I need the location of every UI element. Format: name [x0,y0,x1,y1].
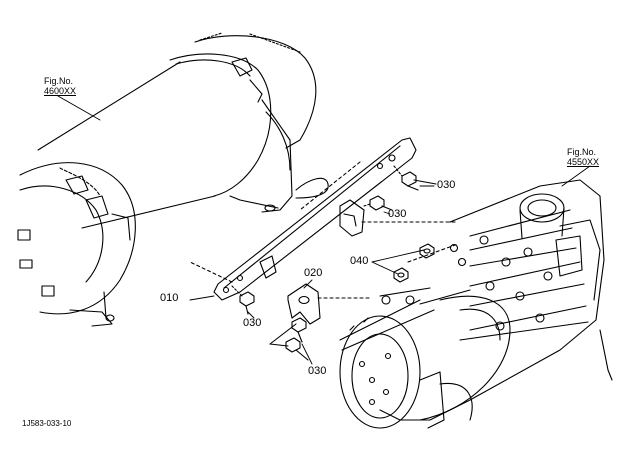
bolt-030-top [393,165,437,191]
callout-030-mid: 030 [388,208,407,220]
fig-ref-number: 4600XX [44,86,77,97]
fig-ref-number: 4550XX [567,157,600,168]
bolt-030-mid [363,195,393,211]
bracket-020 [287,283,371,325]
fig-ref-4550xx: Fig.No. 4550XX [567,147,599,168]
exhaust-end-cap [339,299,473,429]
fig-ref-title: Fig.No. [44,76,74,86]
callout-010: 010 [160,292,179,304]
callout-030-lower-left: 030 [243,317,262,329]
callout-040: 040 [350,255,369,267]
fig-ref-4600xx: Fig.No. 4600XX [44,76,76,97]
callout-030-lower: 030 [308,365,327,377]
bolt-030-lower-pair [269,317,309,361]
callout-020: 020 [304,267,323,279]
leader-010 [189,295,215,301]
leader-020 [303,279,313,289]
drawing-code: 1J583-033-10 [22,419,72,428]
leader-030-lower [301,343,313,365]
muffler-cylinder-left-end [17,162,136,327]
leader-040 [371,249,425,275]
leader-fig-4600xx [57,95,101,121]
nuts-040 [393,243,459,283]
exhaust-assembly-right [379,179,613,421]
leader-lines [57,95,591,365]
leader-fig-4550xx [561,165,591,187]
fig-ref-title: Fig.No. [567,147,597,157]
leader-030-mid [383,211,391,215]
muffler-cylinder-upper [37,32,329,229]
callout-030-top: 030 [437,179,456,191]
leader-030-lower-left [247,311,255,319]
bolt-030-lower-left [231,285,255,315]
clip-bracket [339,199,459,237]
bracket-010 [189,137,417,301]
